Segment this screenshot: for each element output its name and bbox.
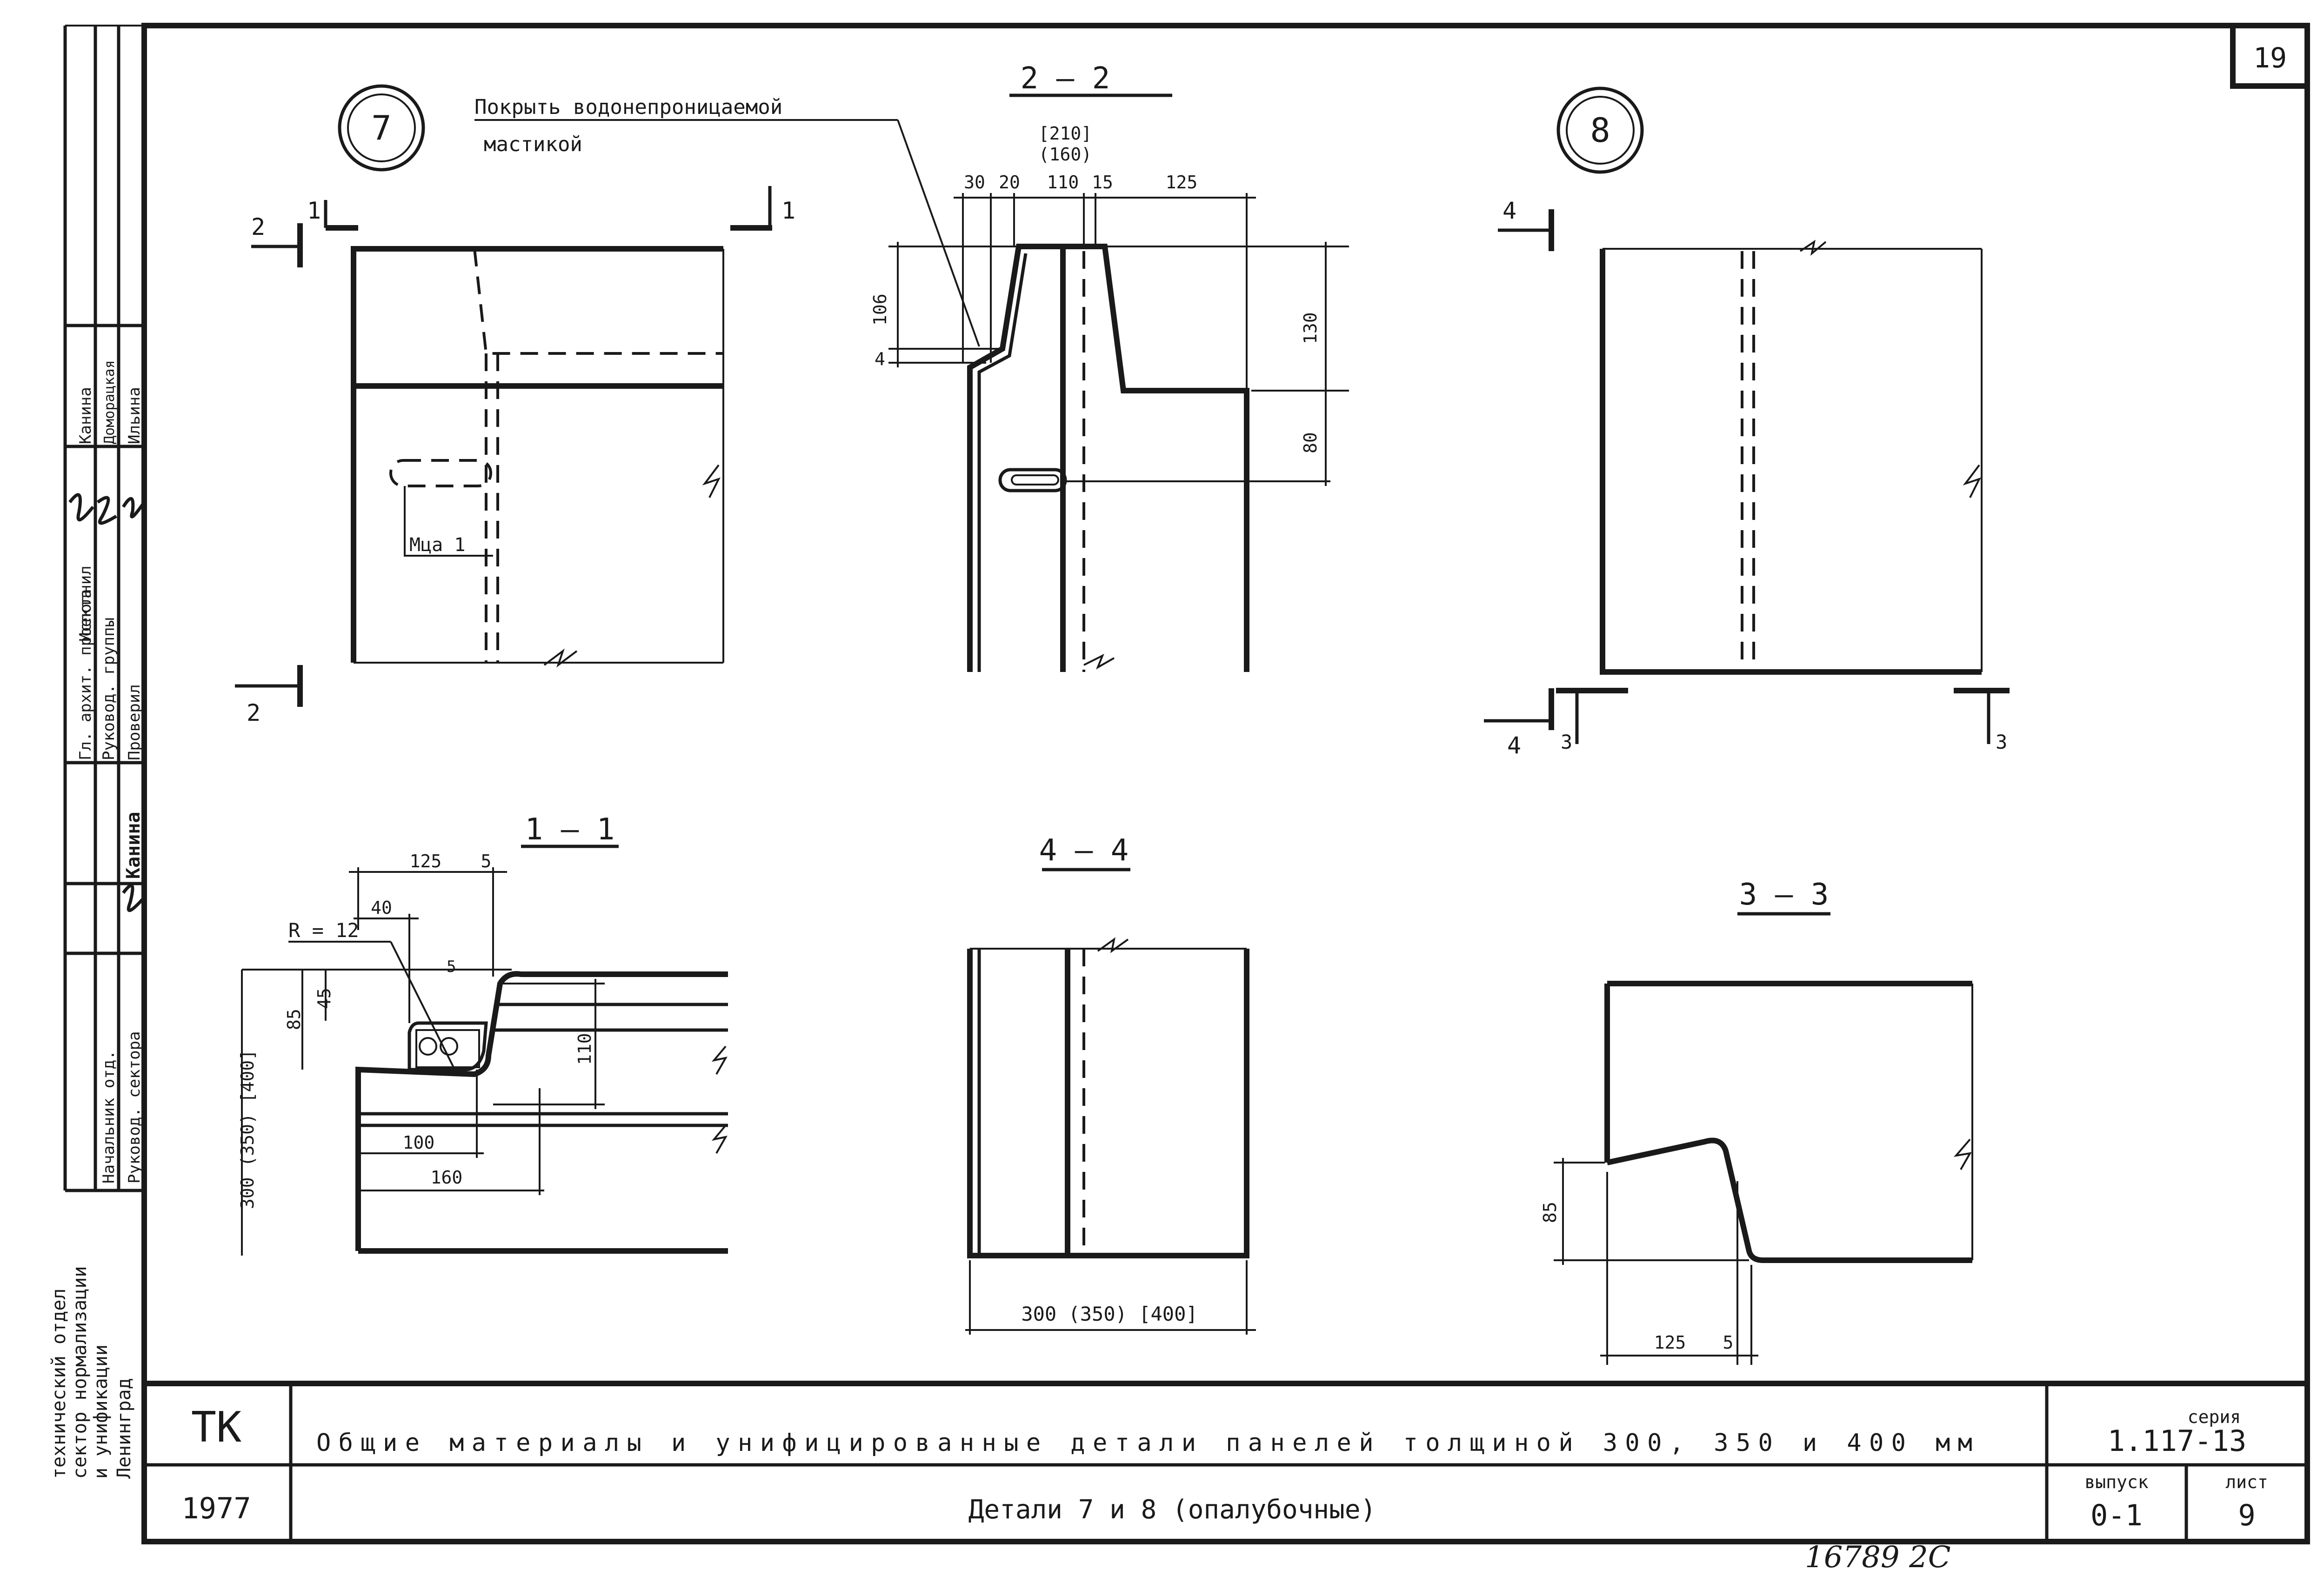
detail-7-number: 7 [371, 108, 391, 147]
left-stamp: Гл. архит. проекта Руковод. группы Испол… [48, 25, 146, 1479]
list-label: лист [2225, 1472, 2268, 1492]
section-3-3-title: 3 — 3 [1739, 878, 1829, 912]
stamp-org-2: сектор нормализации [69, 1266, 91, 1479]
dim-11-45: 45 [314, 988, 334, 1009]
section-1-1: 1 — 1 125 5 40 R = 12 5 45 85 300 (350) … [237, 812, 728, 1256]
dim-4: 4 [875, 349, 885, 369]
detail-7-cut-1-left: 1 [307, 197, 321, 224]
stamp-org-1: технический отдел [48, 1289, 70, 1479]
sheet-number: 19 [2253, 42, 2287, 74]
stamp-name-2: Доморацкая [101, 360, 118, 444]
stamp-name-3: Ильина [125, 387, 144, 444]
stamp-role-2: Руковод. группы [100, 618, 118, 760]
issue-label: выпуск [2084, 1472, 2148, 1492]
stamp-org-4: Ленинград [114, 1378, 135, 1479]
stamp-name-1: Канина [76, 387, 95, 444]
detail-7-cut-1-right: 1 [781, 197, 795, 224]
bottom-note: 16789 2C [1805, 1540, 1951, 1575]
detail-8-cut-3-right: 3 [1996, 731, 2007, 753]
list-value: 9 [2238, 1498, 2255, 1532]
section-1-1-title: 1 — 1 [525, 812, 615, 847]
stamp-role-1: Гл. архит. проекта [76, 589, 95, 760]
signature-marks [68, 493, 146, 525]
detail-7-note-2: мастикой [484, 133, 582, 156]
dim-11-110: 110 [574, 1033, 595, 1065]
stamp-org-3: и унификации [90, 1344, 112, 1479]
dim-110: 110 [1047, 172, 1079, 193]
section-4-4-title: 4 — 4 [1039, 833, 1129, 868]
dim-11-5b: 5 [447, 958, 456, 976]
dim-130: 130 [1300, 312, 1321, 344]
dim-106: 106 [870, 293, 890, 326]
section-3-3: 3 — 3 85 125 5 [1540, 878, 1973, 1365]
dim-125: 125 [1166, 172, 1198, 193]
dim-11-160: 160 [431, 1167, 463, 1188]
stamp-role-4: Проверил [125, 684, 144, 760]
section-2-2: 2 — 2 [210] (160) 30 20 110 15 125 106 4… [870, 61, 1349, 672]
detail-8: 8 4 4 3 3 [1484, 86, 2010, 759]
detail-7-note-1: Покрыть водонепроницаемой [474, 95, 782, 119]
dim-20: 20 [999, 172, 1020, 193]
section-4-4: 4 — 4 300 (350) [400] [965, 833, 1256, 1335]
detail-8-number: 8 [1590, 111, 1610, 150]
detail-8-cut-4-bottom: 4 [1507, 732, 1521, 759]
dim-44-width: 300 (350) [400] [1021, 1303, 1197, 1325]
stamp-role-5: Начальник отд. [100, 1050, 118, 1184]
title-block: ТК 1977 Общие материалы и унифицированны… [144, 1381, 2307, 1542]
dim-33-85: 85 [1540, 1202, 1560, 1223]
detail-7-cut-2-top: 2 [251, 213, 265, 240]
detail-7-part-label: Мца 1 [409, 534, 465, 556]
dim-11-125: 125 [410, 851, 442, 871]
stamp-role-6: Руковод. сектора [125, 1031, 144, 1184]
dim-11-radius: R = 12 [288, 919, 359, 942]
sheet-frame [141, 23, 2310, 1544]
detail-8-cut-4-top: 4 [1503, 197, 1516, 224]
title-code: ТК [191, 1403, 241, 1452]
section-2-2-title: 2 — 2 [1021, 61, 1110, 96]
dim-33-5: 5 [1723, 1332, 1734, 1353]
dim-160: (160) [1039, 144, 1092, 165]
dim-80: 80 [1300, 432, 1321, 453]
series-label: серия [2188, 1407, 2241, 1427]
detail-7: 7 Покрыть водонепроницаемой мастикой Мца… [235, 84, 980, 726]
title-sub: Детали 7 и 8 (опалубочные) [968, 1495, 1376, 1525]
dim-30: 30 [964, 172, 985, 193]
dim-33-125: 125 [1654, 1332, 1686, 1353]
signature-mark-2 [122, 884, 146, 912]
dim-11-5a: 5 [481, 851, 492, 871]
title-main: Общие материалы и унифицированные детали… [316, 1429, 1972, 1457]
issue-value: 0-1 [2090, 1498, 2143, 1532]
dim-15: 15 [1092, 172, 1113, 193]
dim-11-85: 85 [284, 1009, 304, 1030]
dim-11-height: 300 (350) [400] [237, 1050, 258, 1209]
detail-7-cut-2-bottom: 2 [247, 699, 260, 726]
stamp-role-3: Исполнил [76, 565, 95, 642]
sheet-number-box [2230, 23, 2310, 89]
detail-8-cut-3-left: 3 [1561, 731, 1572, 753]
dim-11-40: 40 [371, 898, 392, 918]
title-year: 1977 [181, 1491, 251, 1525]
stamp-name-4: Канина [123, 812, 144, 879]
series-value: 1.117-13 [2108, 1424, 2247, 1458]
dim-210: [210] [1039, 123, 1092, 144]
dim-11-100: 100 [403, 1132, 435, 1153]
